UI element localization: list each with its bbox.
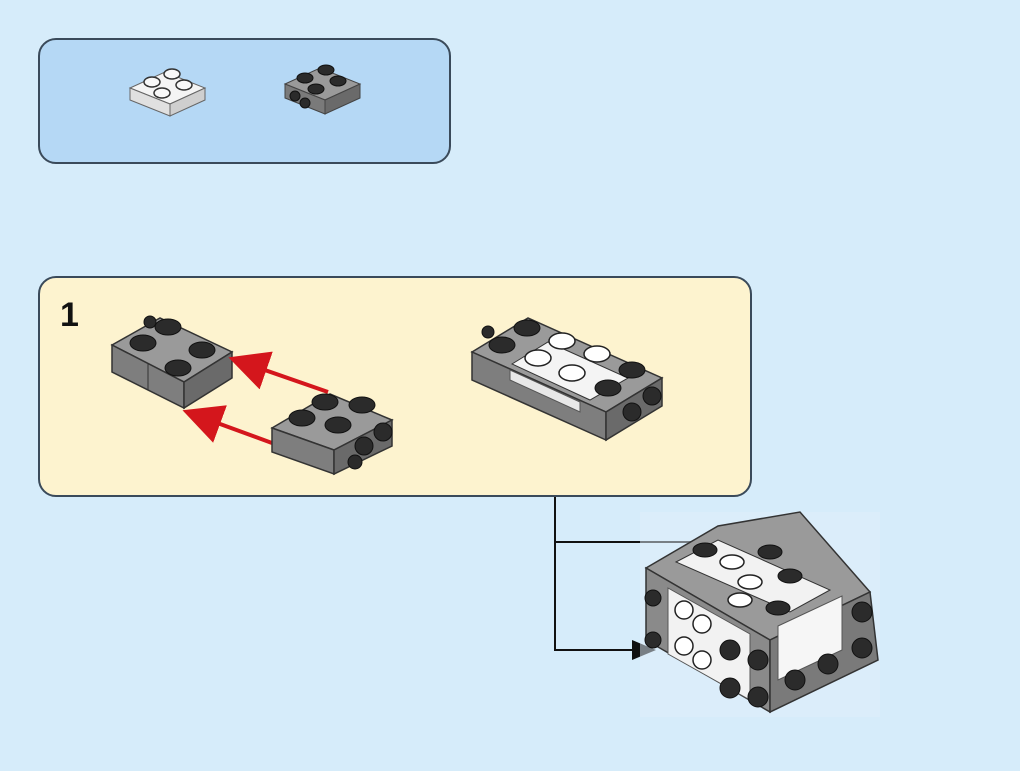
part-white-plate (130, 69, 205, 116)
black-arrow-bottom (555, 542, 652, 650)
final-assembly (640, 512, 880, 717)
part-gray-plate-side-studs (285, 65, 360, 114)
step-left-gray-assembly (112, 316, 232, 408)
step-small-gray-plate (272, 394, 392, 474)
step-result-assembly (472, 318, 662, 440)
red-arrow-top (236, 360, 328, 392)
red-arrow-bottom (190, 413, 272, 443)
